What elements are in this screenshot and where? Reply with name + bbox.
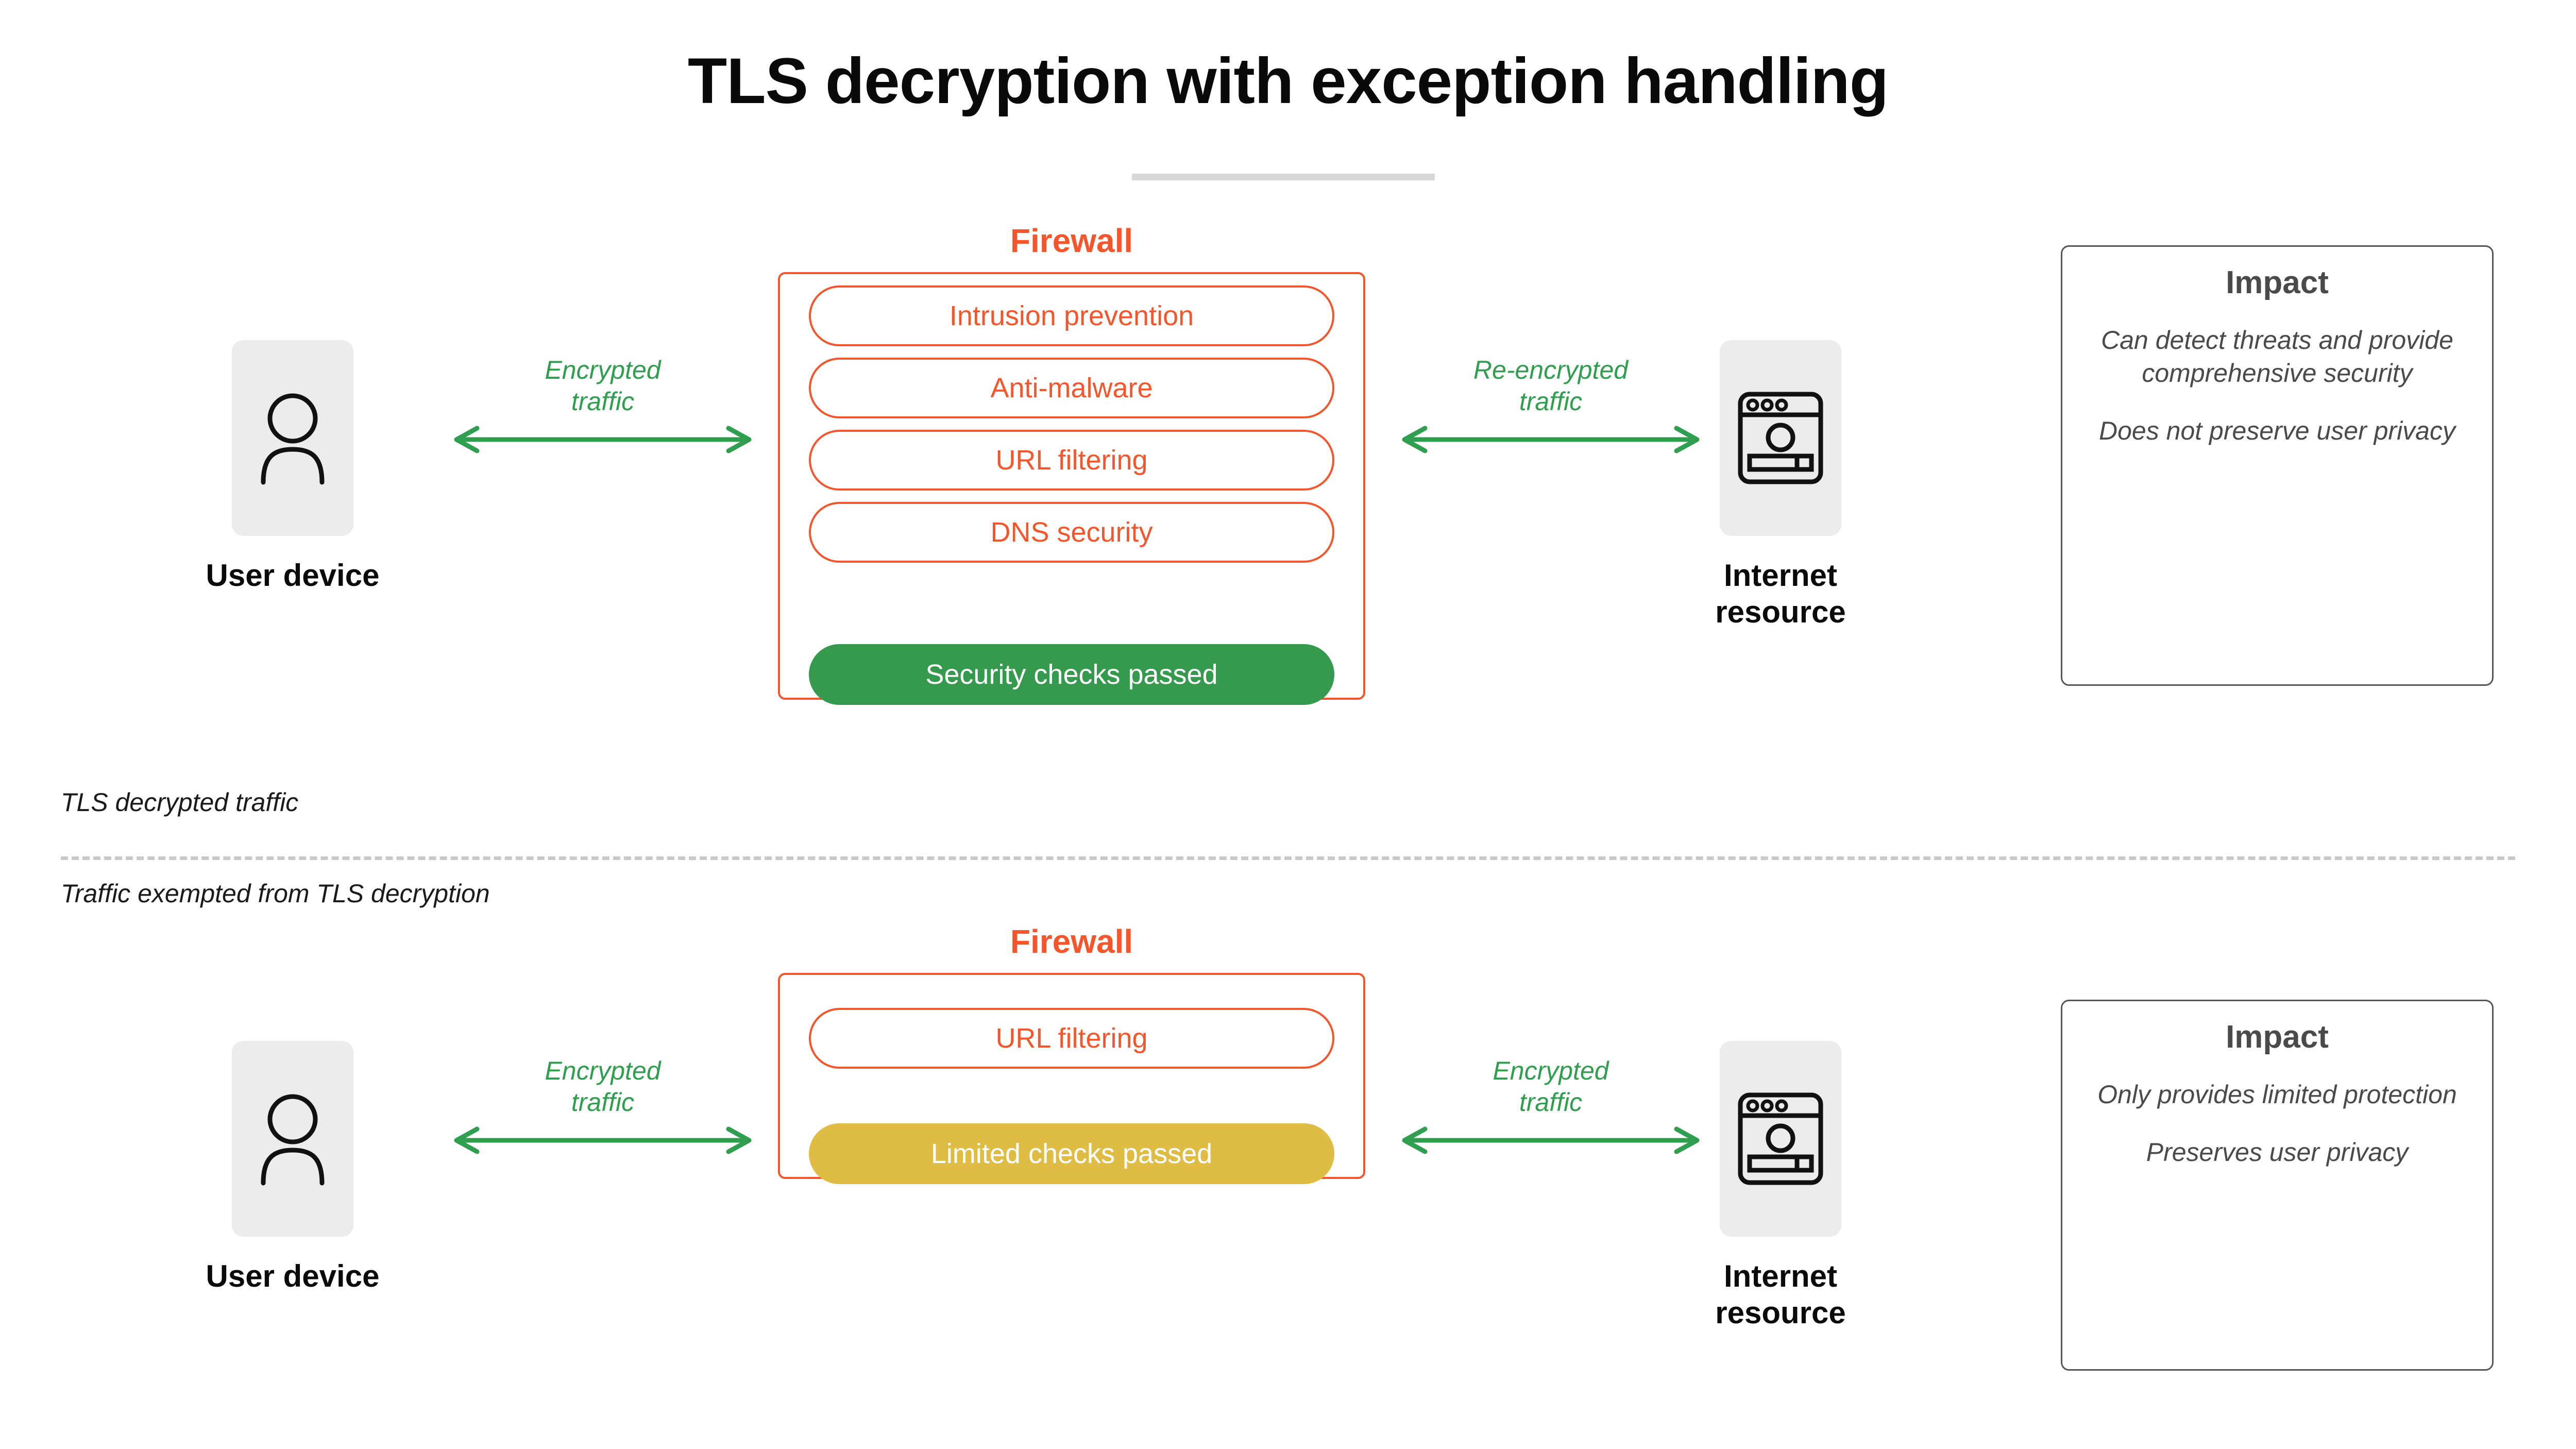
fw-check-anti-malware[interactable]: Anti-malware xyxy=(809,358,1334,418)
top-firewall: Firewall Intrusion prevention Anti-malwa… xyxy=(778,222,1365,705)
fw-check-dns-security[interactable]: DNS security xyxy=(809,502,1334,563)
top-firewall-box: Intrusion prevention Anti-malware URL fi… xyxy=(778,272,1365,705)
bottom-firewall-box: URL filtering Limited checks passed xyxy=(778,973,1365,1184)
double-headed-arrow-icon xyxy=(1402,426,1700,453)
bottom-firewall: Firewall URL filtering Limited checks pa… xyxy=(778,922,1365,1184)
person-icon xyxy=(261,1094,325,1186)
top-right-traffic-label: Re-encrypted traffic xyxy=(1473,356,1629,416)
top-user-device-label: User device xyxy=(206,558,380,593)
top-right-traffic-arrow: Re-encrypted traffic xyxy=(1391,355,1710,453)
double-headed-arrow-icon xyxy=(1402,1126,1700,1154)
traffic-divider xyxy=(61,856,2515,860)
bottom-internet-resource: Internet resource xyxy=(1715,1041,1884,1332)
fw-check-url-filtering[interactable]: URL filtering xyxy=(809,430,1334,491)
top-impact-title: Impact xyxy=(2226,265,2329,300)
top-internet-resource-label: Internet resource xyxy=(1715,558,1846,629)
top-status-badge: Security checks passed xyxy=(809,644,1334,705)
bottom-user-device: User device xyxy=(206,1041,396,1295)
bottom-status-badge: Limited checks passed xyxy=(809,1123,1334,1184)
top-impact-panel: Impact Can detect threats and provide co… xyxy=(2061,245,2494,686)
top-firewall-title: Firewall xyxy=(1010,222,1133,259)
bottom-internet-resource-tile xyxy=(1720,1041,1841,1237)
exempted-traffic-row: User device Encrypted traffic Firewall U… xyxy=(0,923,2576,1433)
bottom-impact-title: Impact xyxy=(2226,1019,2329,1055)
title-accent-bar xyxy=(1132,174,1435,180)
bottom-right-traffic-arrow: Encrypted traffic xyxy=(1391,1055,1710,1154)
person-icon xyxy=(261,393,325,485)
bottom-internet-resource-label: Internet resource xyxy=(1715,1259,1846,1330)
fw-check-url-filtering[interactable]: URL filtering xyxy=(809,1008,1334,1069)
top-impact-point-1: Can detect threats and provide comprehen… xyxy=(2101,326,2453,387)
decrypted-traffic-row: User device Encrypted traffic Firewall I… xyxy=(0,222,2576,737)
browser-window-icon xyxy=(1738,392,1823,484)
fw-check-intrusion-prevention[interactable]: Intrusion prevention xyxy=(809,285,1334,346)
bottom-user-device-tile xyxy=(232,1041,353,1237)
bottom-user-device-label: User device xyxy=(206,1259,380,1293)
top-impact-point-2: Does not preserve user privacy xyxy=(2099,416,2455,445)
page-title: TLS decryption with exception handling xyxy=(687,45,1889,117)
tls-decrypted-traffic-label: TLS decrypted traffic xyxy=(61,788,299,817)
top-user-device-tile xyxy=(232,340,353,536)
bottom-impact-point-2: Preserves user privacy xyxy=(2146,1138,2409,1167)
top-internet-resource: Internet resource xyxy=(1715,340,1884,631)
bottom-left-traffic-label: Encrypted traffic xyxy=(545,1056,661,1117)
double-headed-arrow-icon xyxy=(454,1126,752,1154)
bottom-firewall-title: Firewall xyxy=(1010,923,1133,960)
bottom-right-traffic-label: Encrypted traffic xyxy=(1493,1056,1609,1117)
bottom-impact-panel: Impact Only provides limited protection … xyxy=(2061,1000,2494,1371)
top-internet-resource-tile xyxy=(1720,340,1841,536)
browser-window-icon xyxy=(1738,1092,1823,1185)
top-left-traffic-label: Encrypted traffic xyxy=(545,356,661,416)
top-left-traffic-arrow: Encrypted traffic xyxy=(443,355,762,453)
double-headed-arrow-icon xyxy=(454,426,752,453)
top-user-device: User device xyxy=(206,340,396,594)
bottom-impact-point-1: Only provides limited protection xyxy=(2097,1080,2457,1109)
bottom-left-traffic-arrow: Encrypted traffic xyxy=(443,1055,762,1154)
tls-exempted-traffic-label: Traffic exempted from TLS decryption xyxy=(61,879,490,908)
